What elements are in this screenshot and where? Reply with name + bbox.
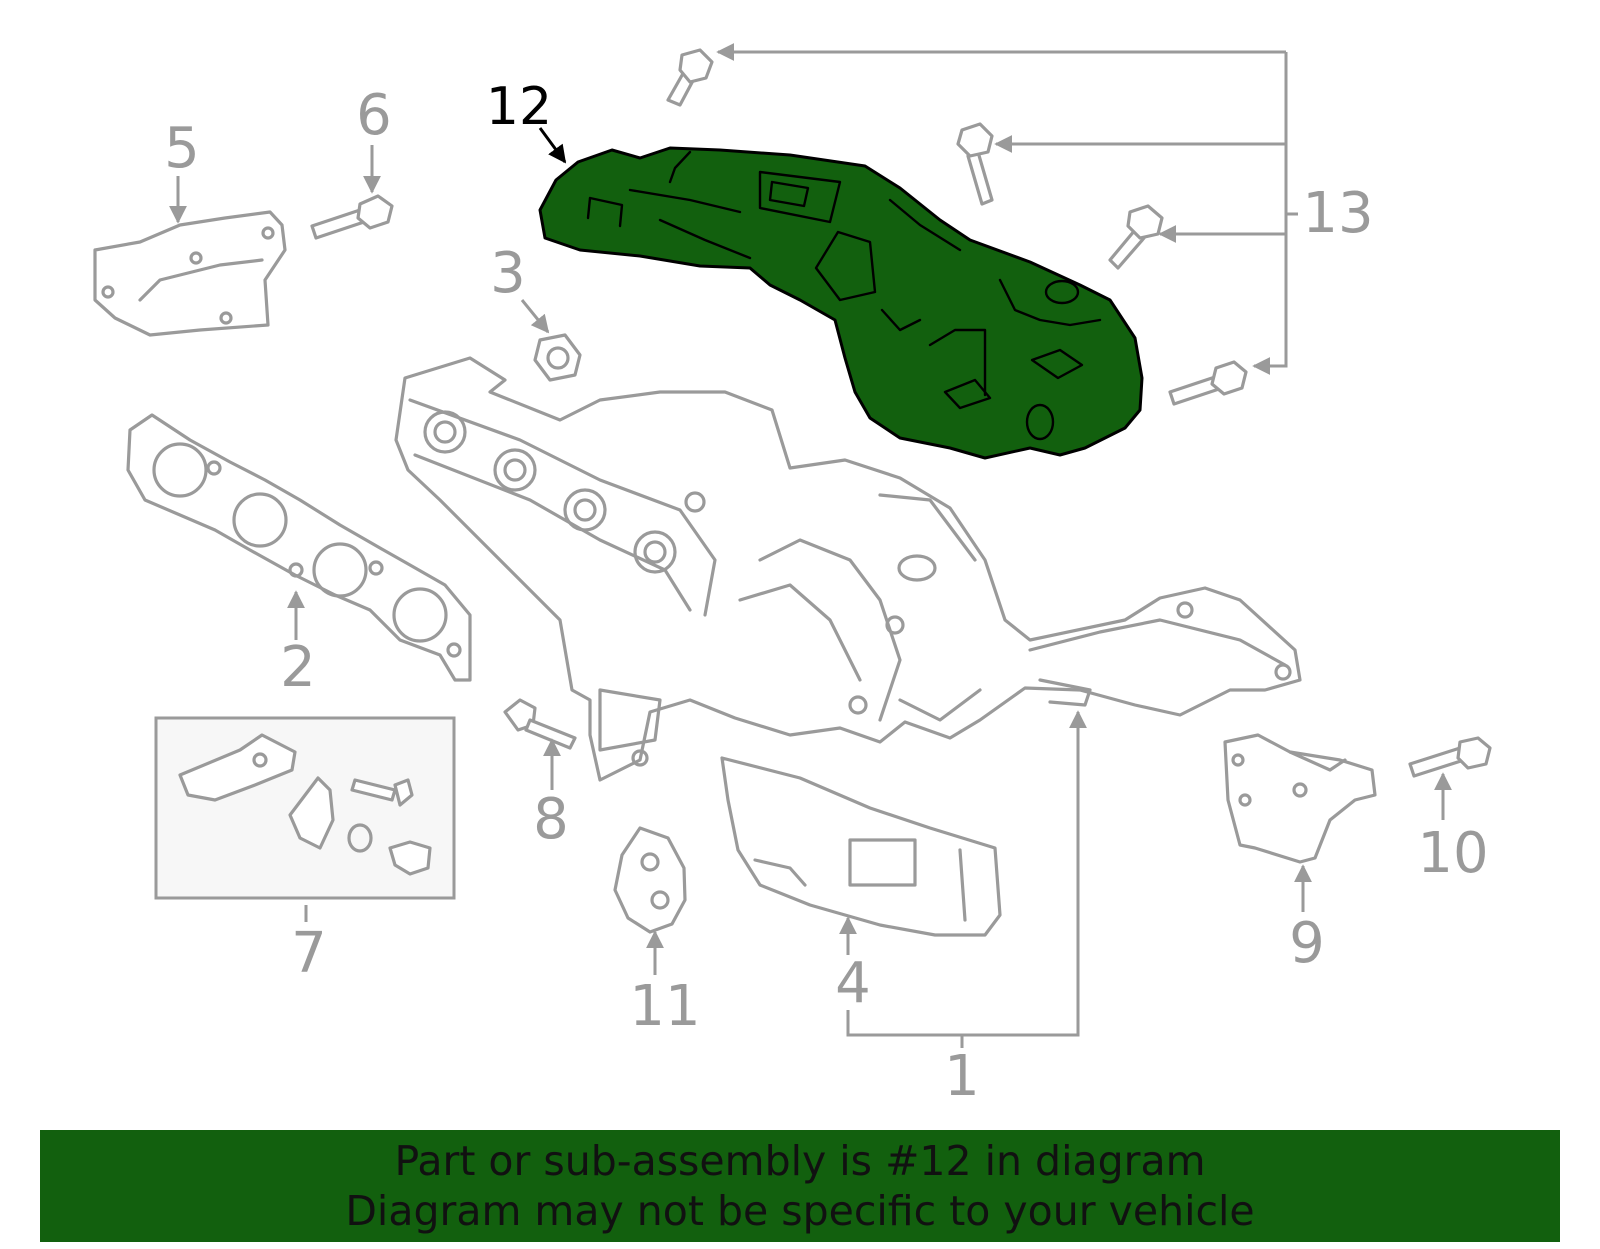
callout-4: 4 [835,951,871,1016]
callout-9: 9 [1289,911,1325,976]
banner-vehicle-disclaimer: Diagram may not be specific to your vehi… [345,1187,1255,1235]
banner-part-notice: Part or sub-assembly is #12 in diagram [394,1137,1206,1185]
info-banner-background [40,1130,1560,1242]
callout-10: 10 [1417,821,1488,886]
leader-13-trunk [1252,52,1288,375]
exhaust-manifold-part-1[interactable] [394,356,1302,782]
gasket-part-2[interactable] [126,413,472,682]
callout-5: 5 [164,116,200,181]
bracket-kit-part-7[interactable] [154,716,456,900]
callout-6: 6 [356,83,392,148]
callout-7: 7 [291,921,327,986]
bolt-part-10[interactable] [1408,736,1492,778]
mount-bracket-part-9[interactable] [1223,733,1377,864]
callout-labels: 1 2 3 4 5 6 7 8 9 10 11 12 13 [164,77,1488,1109]
callout-1: 1 [944,1044,980,1109]
leader-lines [169,43,1452,1048]
nut-part-3[interactable] [533,333,582,382]
lower-heat-shield-part-4[interactable] [720,756,1002,937]
bolt-part-6[interactable] [310,194,394,240]
bolt-part-8[interactable] [503,698,577,750]
callout-13: 13 [1302,181,1373,246]
bracket-part-5[interactable] [93,210,287,337]
info-banner: Part or sub-assembly is #12 in diagram D… [40,1130,1560,1242]
rubber-hanger-part-11[interactable] [613,826,687,934]
leader-12 [538,127,567,164]
callout-12-highlighted: 12 [486,77,552,137]
callout-2: 2 [280,635,316,700]
leader-3 [520,299,550,334]
callout-8: 8 [533,787,569,852]
callout-11: 11 [629,974,700,1039]
upper-heat-shield-part-12-highlighted[interactable] [538,146,1144,460]
callout-3: 3 [490,241,526,306]
heat-shield-bolts-part-13[interactable] [666,48,1248,406]
